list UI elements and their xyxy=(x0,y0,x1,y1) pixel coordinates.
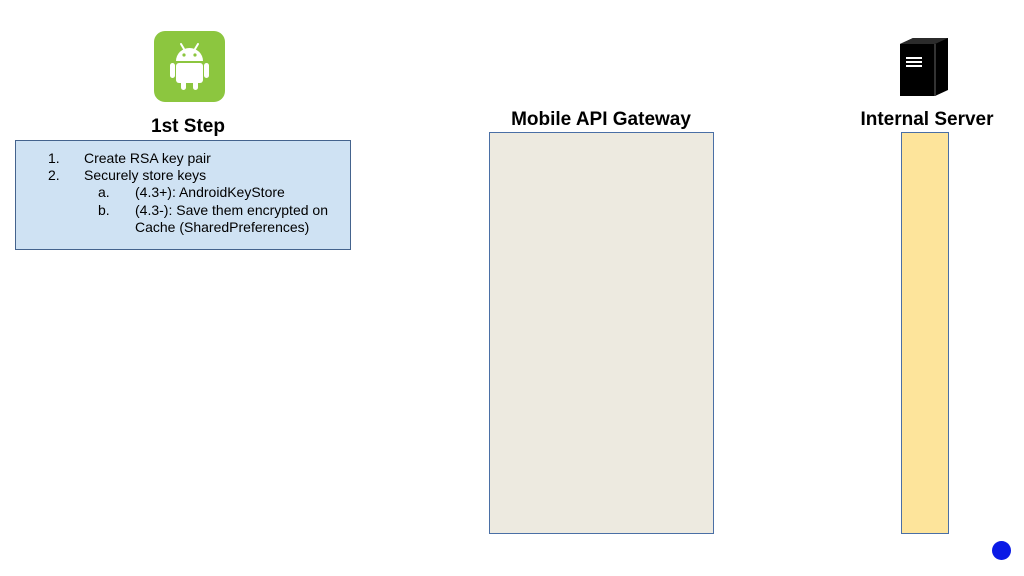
gateway-lane xyxy=(489,132,714,534)
server-title: Internal Server xyxy=(860,109,994,130)
server-icon xyxy=(900,38,948,96)
gateway-title: Mobile API Gateway xyxy=(511,109,691,130)
step-item-1-text: Create RSA key pair xyxy=(84,150,211,166)
step-subitem-a-text: (4.3+): AndroidKeyStore xyxy=(135,184,285,200)
nav-dot[interactable] xyxy=(992,541,1011,560)
step-item-1-marker: 1. xyxy=(48,150,60,166)
step-item-2-marker: 2. xyxy=(48,167,60,183)
step-box: 1. Create RSA key pair 2. Securely store… xyxy=(15,140,351,250)
step-subitem-b-marker: b. xyxy=(98,202,110,218)
step-subitem-a-marker: a. xyxy=(98,184,110,200)
server-lane xyxy=(901,132,949,534)
step-subitem-b-text: (4.3-): Save them encrypted on xyxy=(135,202,328,218)
step-title: 1st Step xyxy=(151,116,225,137)
step-subitem-b-continuation: Cache (SharedPreferences) xyxy=(135,219,310,235)
android-icon xyxy=(154,31,225,102)
step-item-2-text: Securely store keys xyxy=(84,167,207,183)
